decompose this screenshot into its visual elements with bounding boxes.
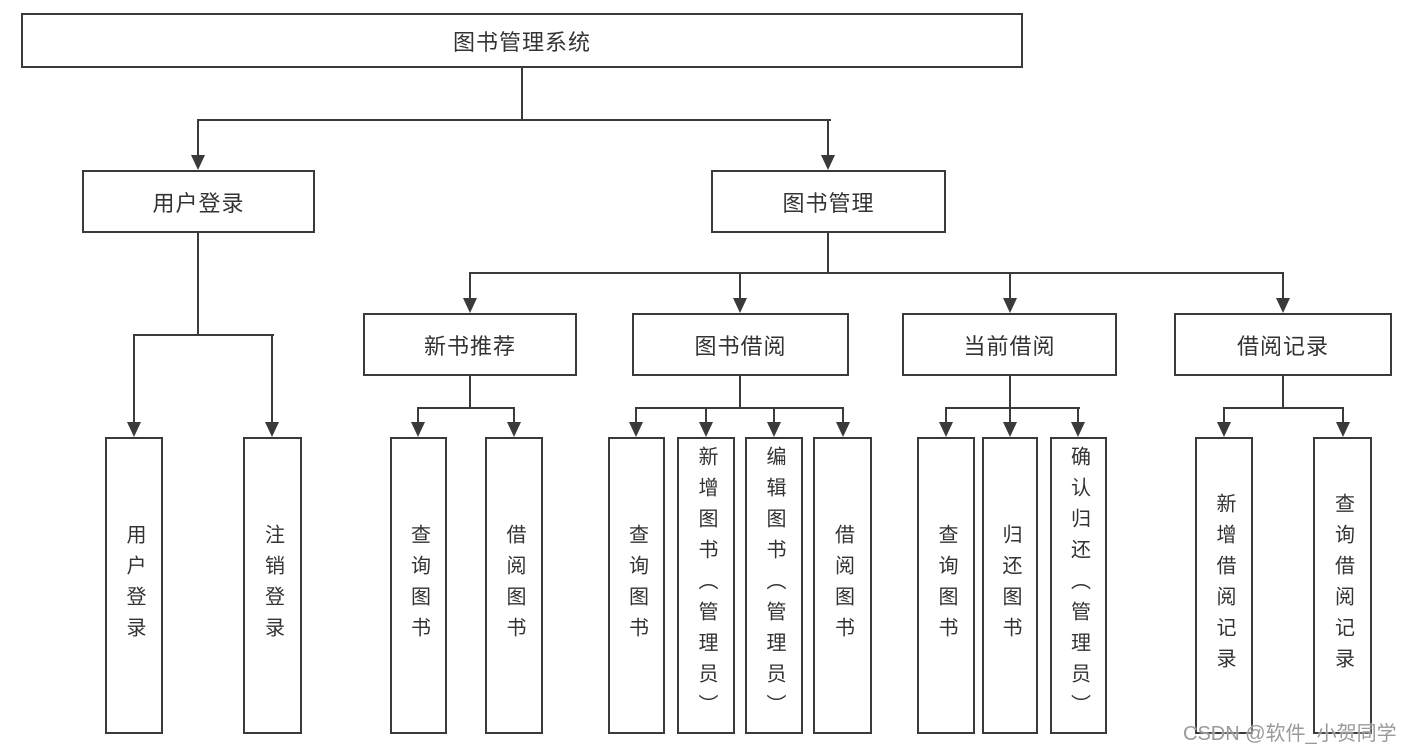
node-root-label: 图书管理系统	[452, 29, 591, 55]
node-newbooks-borrow: 借阅图书	[485, 437, 543, 734]
arrowhead	[629, 422, 643, 437]
connector	[469, 376, 471, 409]
arrowhead	[699, 422, 713, 437]
node-logout: 注销登录	[243, 437, 302, 734]
node-borrowing-add: 新增图书（管理员）	[677, 437, 735, 734]
node-new-books-label: 新书推荐	[423, 333, 516, 359]
arrowhead	[1276, 298, 1290, 313]
node-current: 当前借阅	[902, 313, 1117, 376]
connector	[1223, 407, 1225, 424]
node-current-query: 查询图书	[917, 437, 975, 734]
csdn-watermark: CSDN @软件_小贺同学	[1183, 723, 1397, 745]
node-logout-label: 注销登录	[261, 523, 284, 648]
connector	[827, 119, 829, 157]
connector	[1282, 272, 1284, 299]
connector	[133, 334, 135, 423]
node-records-query: 查询借阅记录	[1313, 437, 1372, 734]
connector	[469, 272, 1283, 274]
node-current-return: 归还图书	[982, 437, 1038, 734]
connector	[197, 119, 199, 157]
connector	[739, 272, 741, 299]
arrowhead	[733, 298, 747, 313]
node-borrowing-label: 图书借阅	[694, 333, 787, 359]
node-borrowing-edit: 编辑图书（管理员）	[745, 437, 803, 734]
node-records-query-label: 查询借阅记录	[1331, 492, 1354, 679]
connector	[827, 233, 829, 274]
node-root: 图书管理系统	[21, 13, 1023, 68]
arrowhead	[507, 422, 521, 437]
connector	[197, 119, 831, 121]
connector	[513, 407, 515, 424]
arrowhead	[463, 298, 477, 313]
connector	[739, 376, 741, 409]
node-user-login-label: 用户登录	[152, 190, 245, 216]
arrowhead	[1217, 422, 1231, 437]
node-records: 借阅记录	[1174, 313, 1392, 376]
connector	[1009, 407, 1011, 424]
connector	[1009, 272, 1011, 299]
node-book-mgmt-label: 图书管理	[782, 190, 875, 216]
node-records-label: 借阅记录	[1236, 333, 1329, 359]
node-current-return-label: 归还图书	[999, 523, 1021, 648]
connector	[635, 407, 844, 409]
node-current-query-label: 查询图书	[935, 523, 957, 648]
connector	[705, 407, 707, 424]
node-login-label: 用户登录	[123, 523, 145, 648]
connector	[945, 407, 1080, 409]
connector	[1282, 376, 1284, 409]
node-book-mgmt: 图书管理	[711, 170, 946, 233]
connector	[469, 272, 471, 299]
arrowhead	[767, 422, 781, 437]
node-current-confirm: 确认归还（管理员）	[1050, 437, 1107, 734]
connector	[197, 233, 199, 336]
arrowhead	[411, 422, 425, 437]
node-borrowing-query: 查询图书	[608, 437, 665, 734]
node-new-books: 新书推荐	[363, 313, 577, 376]
connector	[842, 407, 844, 424]
connector	[1077, 407, 1079, 424]
node-borrowing-borrow-label: 借阅图书	[831, 523, 854, 648]
connector	[417, 407, 419, 424]
node-borrowing-edit-label: 编辑图书（管理员）	[763, 446, 785, 725]
connector	[773, 407, 775, 424]
node-user-login: 用户登录	[82, 170, 315, 233]
node-borrowing: 图书借阅	[632, 313, 849, 376]
arrowhead	[1071, 422, 1085, 437]
connector	[133, 334, 274, 336]
node-newbooks-query: 查询图书	[390, 437, 447, 734]
node-borrowing-add-label: 新增图书（管理员）	[695, 446, 717, 725]
arrowhead	[191, 155, 205, 170]
connector	[635, 407, 637, 424]
arrowhead	[265, 422, 279, 437]
connector	[521, 68, 523, 121]
node-login: 用户登录	[105, 437, 163, 734]
arrowhead	[836, 422, 850, 437]
node-borrowing-query-label: 查询图书	[625, 523, 648, 648]
node-current-label: 当前借阅	[963, 333, 1056, 359]
node-newbooks-borrow-label: 借阅图书	[503, 523, 525, 648]
arrowhead	[1003, 298, 1017, 313]
arrowhead	[127, 422, 141, 437]
node-records-add: 新增借阅记录	[1195, 437, 1253, 734]
connector	[1223, 407, 1344, 409]
arrowhead	[939, 422, 953, 437]
connector	[271, 334, 273, 423]
arrowhead	[821, 155, 835, 170]
connector	[945, 407, 947, 424]
node-records-add-label: 新增借阅记录	[1213, 492, 1235, 679]
arrowhead	[1003, 422, 1017, 437]
arrowhead	[1336, 422, 1350, 437]
connector	[1342, 407, 1344, 424]
node-newbooks-query-label: 查询图书	[407, 523, 430, 648]
node-borrowing-borrow: 借阅图书	[813, 437, 872, 734]
node-current-confirm-label: 确认归还（管理员）	[1067, 446, 1090, 725]
connector	[1009, 376, 1011, 409]
connector	[417, 407, 515, 409]
